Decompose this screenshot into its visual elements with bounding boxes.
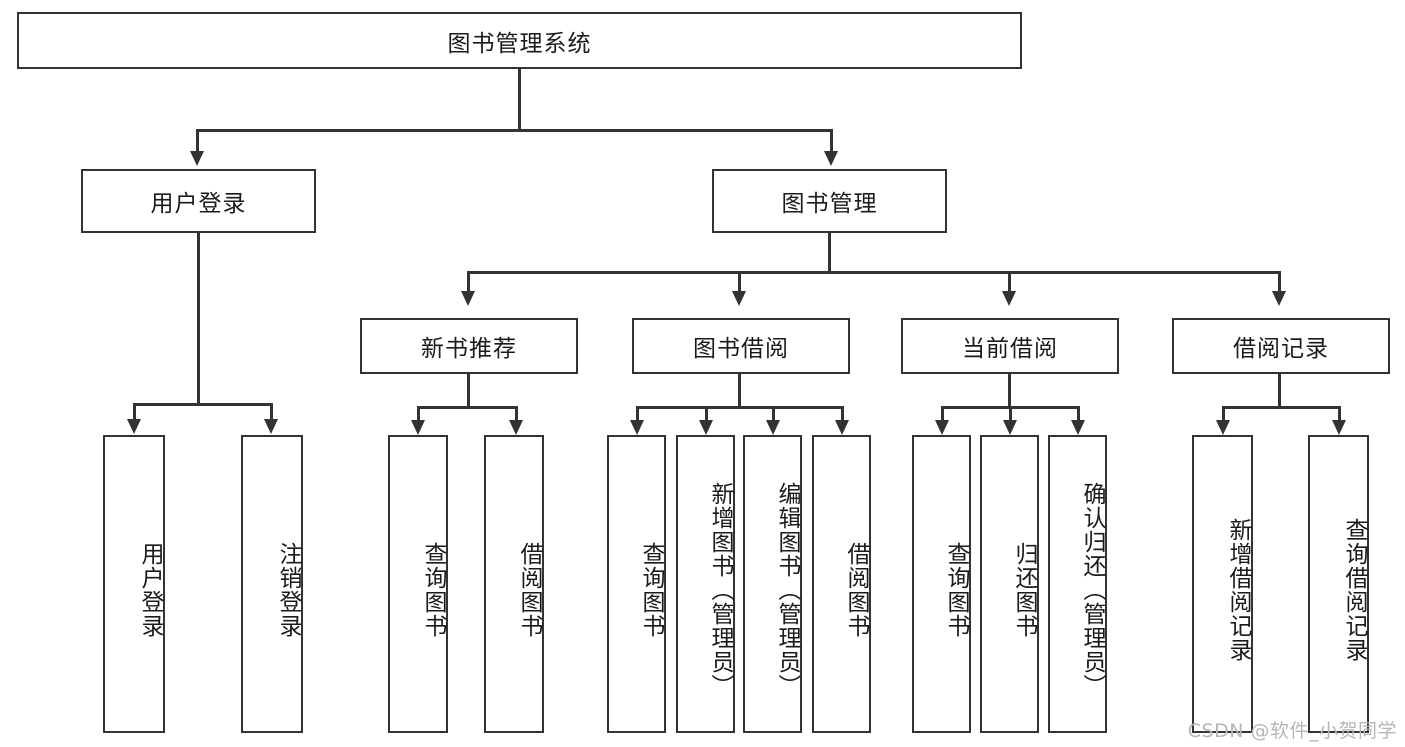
node-label: 新书推荐 xyxy=(421,336,517,362)
edge-root-stem xyxy=(518,69,521,131)
node-label: 当前借阅 xyxy=(962,336,1058,362)
edge-current-borrow-to-leaf-2 xyxy=(1009,406,1012,422)
leaf-logout-login[interactable]: 注销登录 xyxy=(241,435,303,733)
leaf-currentborrow-return-books[interactable]: 归还图书 xyxy=(980,435,1039,733)
node-label: 新增借阅记录 xyxy=(1225,518,1251,662)
leaf-bookborrow-edit-book-admin[interactable]: 编辑图书（管理员） xyxy=(743,435,802,733)
edge-book-borrow-to-leaf-4 xyxy=(841,406,844,422)
node-label: 查询图书 xyxy=(420,542,446,638)
edge-user-login-to-leaf-2 xyxy=(270,403,273,421)
arrowhead-book-mgmt-borrow-record xyxy=(1272,291,1286,306)
edge-root-to-book-mgmt xyxy=(830,129,833,153)
leaf-newbook-borrow-books[interactable]: 借阅图书 xyxy=(484,435,544,733)
edge-user-login-to-leaf-1 xyxy=(133,403,136,421)
arrowhead-root-to-user-login xyxy=(190,151,204,166)
edge-borrow-record-bus xyxy=(1222,406,1341,409)
node-label: 用户登录 xyxy=(137,542,163,638)
edge-user-login-stem xyxy=(197,233,200,405)
leaf-borrowrecord-add-record[interactable]: 新增借阅记录 xyxy=(1192,435,1253,733)
arrowhead-book-mgmt-book-borrow xyxy=(732,291,746,306)
node-user-login[interactable]: 用户登录 xyxy=(81,169,316,233)
node-label: 图书管理系统 xyxy=(447,30,592,57)
node-label: 借阅图书 xyxy=(843,542,869,638)
leaf-borrowrecord-query-record[interactable]: 查询借阅记录 xyxy=(1308,435,1369,733)
edge-new-book-to-leaf-2 xyxy=(515,406,518,422)
leaf-currentborrow-confirm-return-admin[interactable]: 确认归还（管理员） xyxy=(1048,435,1107,733)
edge-book-mgmt-to-book-borrow xyxy=(738,271,741,293)
edge-current-borrow-to-leaf-1 xyxy=(941,406,944,422)
leaf-bookborrow-query-books[interactable]: 查询图书 xyxy=(607,435,666,733)
arrowhead-user-login-leaf-1 xyxy=(127,419,141,434)
edge-book-borrow-stem xyxy=(738,374,741,408)
node-label: 图书管理 xyxy=(781,191,878,217)
node-label: 查询借阅记录 xyxy=(1341,518,1367,662)
arrowhead-book-borrow-leaf-3 xyxy=(766,420,780,435)
arrowhead-book-mgmt-new-book xyxy=(461,291,475,306)
arrowhead-book-borrow-leaf-1 xyxy=(630,420,644,435)
edge-root-to-user-login xyxy=(196,129,199,153)
arrowhead-book-borrow-leaf-2 xyxy=(699,420,713,435)
edge-borrow-record-to-leaf-1 xyxy=(1222,406,1225,422)
node-borrow-record[interactable]: 借阅记录 xyxy=(1172,318,1390,374)
leaf-user-login[interactable]: 用户登录 xyxy=(103,435,165,733)
edge-book-mgmt-bus xyxy=(467,271,1281,274)
arrowhead-borrow-record-leaf-2 xyxy=(1332,420,1346,435)
node-label: 归还图书 xyxy=(1011,542,1037,638)
edge-book-mgmt-stem xyxy=(828,233,831,273)
edge-book-borrow-to-leaf-3 xyxy=(772,406,775,422)
arrowhead-new-book-leaf-2 xyxy=(509,420,523,435)
edge-user-login-bus xyxy=(133,403,272,406)
node-label: 新增图书（管理员） xyxy=(707,482,733,698)
leaf-currentborrow-query-books[interactable]: 查询图书 xyxy=(912,435,971,733)
node-label: 确认归还（管理员） xyxy=(1079,482,1105,698)
edge-borrow-record-to-leaf-2 xyxy=(1338,406,1341,422)
csdn-watermark: CSDN @软件_小贺同学 xyxy=(1187,720,1397,742)
node-current-borrow[interactable]: 当前借阅 xyxy=(901,318,1119,374)
edge-borrow-record-stem xyxy=(1278,374,1281,408)
node-root-library-system[interactable]: 图书管理系统 xyxy=(17,12,1022,69)
arrowhead-current-borrow-leaf-3 xyxy=(1071,420,1085,435)
edge-book-borrow-to-leaf-1 xyxy=(636,406,639,422)
node-label: 借阅图书 xyxy=(516,542,542,638)
edge-root-bus xyxy=(196,129,833,132)
arrowhead-user-login-leaf-2 xyxy=(264,419,278,434)
edge-book-borrow-to-leaf-2 xyxy=(705,406,708,422)
node-new-book-recommend[interactable]: 新书推荐 xyxy=(360,318,578,374)
node-label: 查询图书 xyxy=(638,542,664,638)
node-label: 编辑图书（管理员） xyxy=(774,482,800,698)
leaf-bookborrow-add-book-admin[interactable]: 新增图书（管理员） xyxy=(676,435,735,733)
leaf-newbook-query-books[interactable]: 查询图书 xyxy=(388,435,448,733)
edge-current-borrow-stem xyxy=(1008,374,1011,408)
node-book-management[interactable]: 图书管理 xyxy=(712,169,947,233)
arrowhead-current-borrow-leaf-1 xyxy=(935,420,949,435)
node-label: 借阅记录 xyxy=(1233,336,1329,362)
edge-book-mgmt-to-new-book xyxy=(467,271,470,293)
node-label: 注销登录 xyxy=(275,542,301,638)
edge-book-borrow-bus xyxy=(636,406,843,409)
leaf-bookborrow-borrow-books[interactable]: 借阅图书 xyxy=(812,435,871,733)
arrowhead-current-borrow-leaf-2 xyxy=(1003,420,1017,435)
node-label: 用户登录 xyxy=(150,191,247,217)
node-label: 查询图书 xyxy=(943,542,969,638)
arrowhead-root-to-book-mgmt xyxy=(824,151,838,166)
node-label: 图书借阅 xyxy=(693,336,789,362)
edge-book-mgmt-to-current-borrow xyxy=(1008,271,1011,293)
arrowhead-borrow-record-leaf-1 xyxy=(1216,420,1230,435)
arrowhead-book-borrow-leaf-4 xyxy=(835,420,849,435)
edge-new-book-to-leaf-1 xyxy=(417,406,420,422)
arrowhead-book-mgmt-current-borrow xyxy=(1002,291,1016,306)
edge-current-borrow-to-leaf-3 xyxy=(1077,406,1080,422)
node-book-borrow[interactable]: 图书借阅 xyxy=(632,318,850,374)
edge-new-book-bus xyxy=(417,406,518,409)
edge-book-mgmt-to-borrow-record xyxy=(1278,271,1281,293)
arrowhead-new-book-leaf-1 xyxy=(411,420,425,435)
edge-new-book-stem xyxy=(467,374,470,408)
